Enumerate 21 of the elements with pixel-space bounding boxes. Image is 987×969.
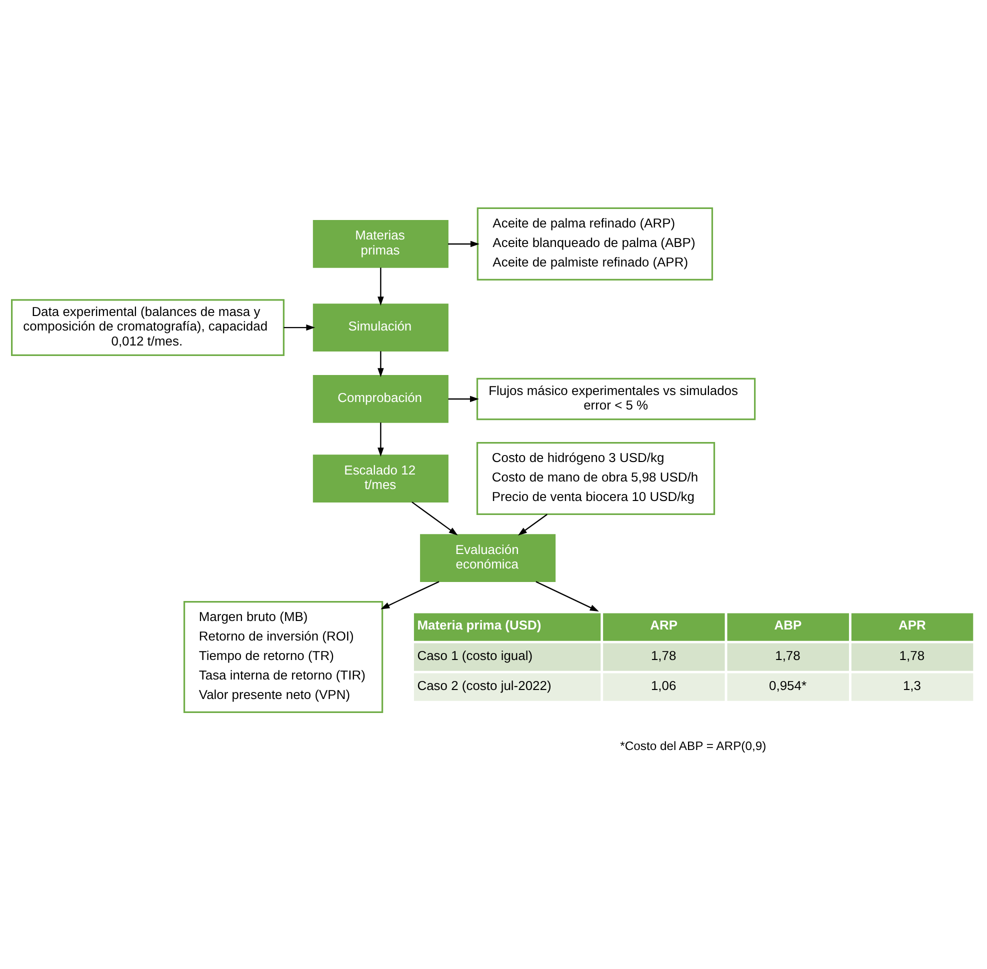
arrow bbox=[284, 324, 316, 330]
arrow bbox=[412, 501, 458, 535]
node-box: Margen bruto (MB) Retorno de inversión (ROI) Tiempo de retorno (TR) Tasa interna de retorno (TIR) Valor presente neto (VPN) bbox=[183, 600, 384, 713]
node-box: Escalado 12 t/mes bbox=[312, 454, 448, 502]
node-box: Simulación bbox=[312, 303, 448, 351]
arrow bbox=[378, 422, 384, 456]
node-box: Evaluación económica bbox=[420, 534, 556, 582]
node-box: Flujos másico experimentales vs simulados error < 5 % bbox=[476, 377, 756, 420]
arrow bbox=[518, 513, 548, 535]
arrow bbox=[536, 580, 599, 612]
arrow bbox=[380, 580, 440, 609]
label: *Costo del ABP = ARP(0,9) bbox=[620, 738, 766, 752]
node-box: Data experimental (balances de masa y composición de cromatografía), capacidad 0,012 t/mes. bbox=[11, 298, 285, 356]
arrow bbox=[448, 240, 480, 247]
node-box: Costo de hidrógeno 3 USD/kg Costo de mano de obra 5,98 USD/h Precio de venta biocera 10 USD/kg bbox=[476, 441, 716, 515]
node-box: Materias primas bbox=[312, 220, 448, 268]
node-box: Aceite de palma refinado (ARP) Aceite blanqueado de palma (ABP) Aceite de palmiste refinado (APR) bbox=[476, 206, 714, 280]
arrow bbox=[448, 395, 479, 402]
arrow bbox=[378, 267, 384, 306]
arrow bbox=[378, 350, 384, 377]
node-box: Comprobación bbox=[312, 374, 448, 422]
